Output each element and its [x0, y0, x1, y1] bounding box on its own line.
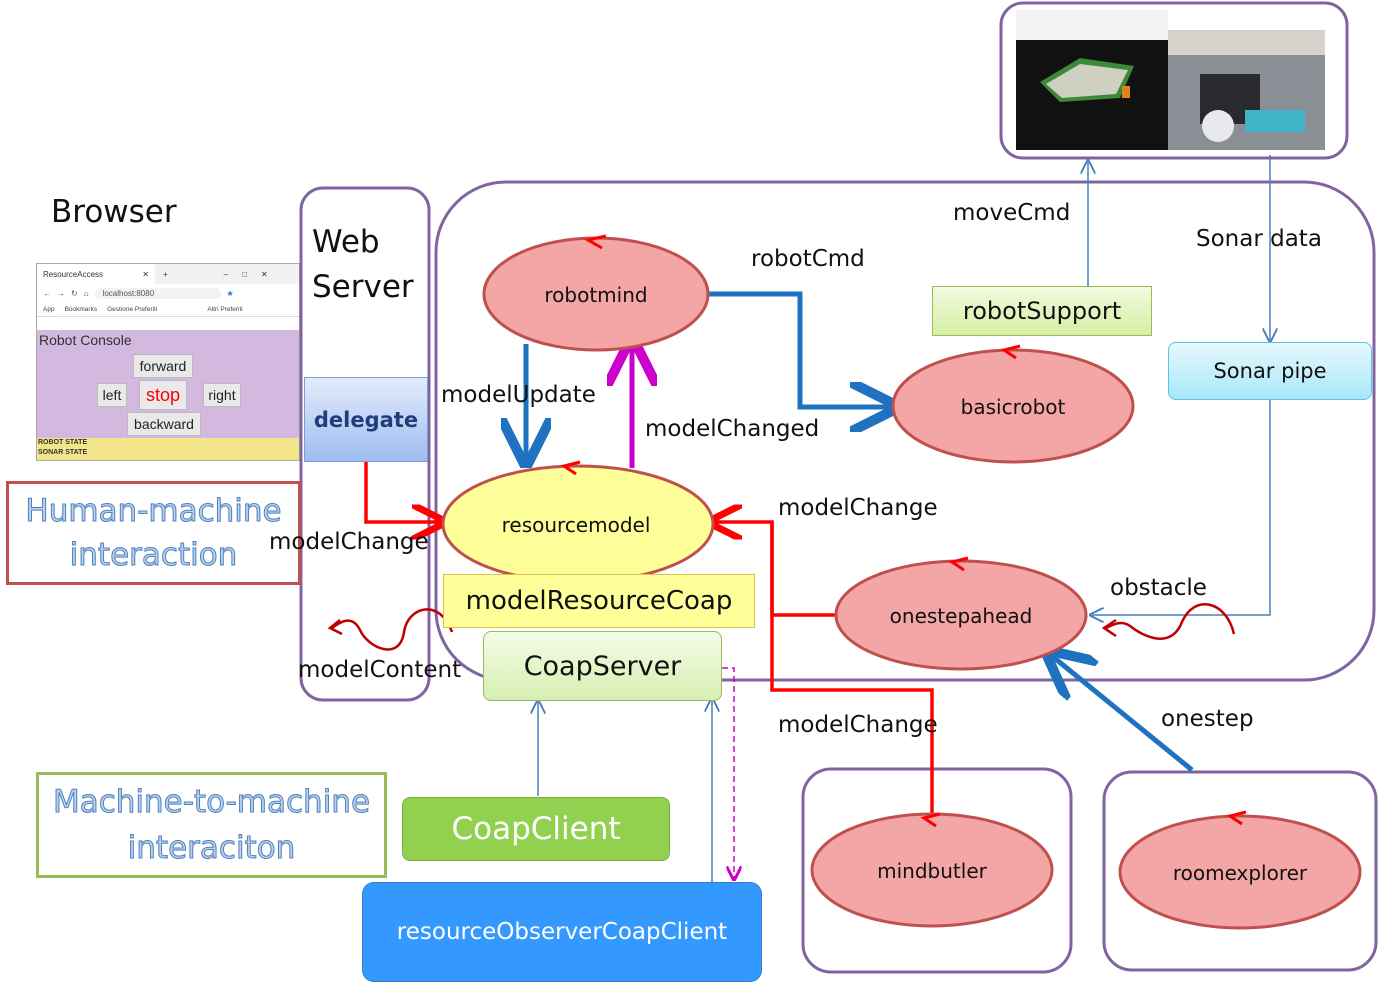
maximize-icon[interactable]: □ — [242, 269, 247, 279]
mindbutler-container — [801, 767, 1073, 974]
coap-client-box[interactable]: CoapClient — [402, 797, 670, 861]
robotmind-label: robotmind — [544, 283, 647, 307]
model-update-label: modelUpdate — [441, 382, 596, 408]
resourcemodel-label: resourcemodel — [502, 513, 651, 537]
actor-mark — [1000, 344, 1021, 360]
observe-notify-arrow — [722, 667, 734, 878]
bookmark-item[interactable]: Bookmarks — [64, 305, 98, 313]
model-content-squiggle-head — [327, 619, 343, 636]
onestepahead-label: onestepahead — [890, 604, 1033, 628]
stop-button[interactable]: stop — [139, 380, 187, 410]
roomexplorer-container — [1102, 770, 1378, 972]
browser-tabbar: ResourceAccess ✕ + – □ ✕ — [37, 264, 299, 284]
onestep-label: onestep — [1161, 706, 1254, 732]
bookmark-item[interactable]: Gestione Preferiti — [107, 305, 158, 313]
mindbutler-node[interactable] — [810, 812, 1054, 928]
roomexplorer-label: roomexplorer — [1173, 861, 1308, 885]
obstacle-label: obstacle — [1110, 575, 1207, 601]
bookmarks-bar: App Bookmarks Gestione Preferiti Altri P… — [37, 302, 299, 317]
window-close-icon[interactable]: ✕ — [260, 269, 268, 279]
mindbutler-label: mindbutler — [877, 859, 987, 883]
model-content-squiggle — [331, 608, 454, 651]
browser-address-row: ← → ↻ ⌂ localhost:8080 ★ — [37, 284, 299, 302]
robot-cmd-arrow — [706, 291, 890, 407]
browser-tab[interactable]: ResourceAccess ✕ — [37, 264, 155, 284]
actor-mark — [920, 812, 941, 828]
human-machine-box: Human-machine interaction — [6, 481, 301, 585]
simulation-screenshot — [1016, 10, 1168, 150]
state-panel: ROBOT STATE SONAR STATE — [37, 438, 299, 460]
actor-mark — [948, 556, 969, 572]
robot-photo — [1168, 30, 1325, 150]
model-change-bottom-label: modelChange — [778, 712, 938, 738]
robot-cmd-label: robotCmd — [751, 246, 865, 272]
forward-icon[interactable]: → — [57, 288, 65, 298]
backward-button[interactable]: backward — [127, 412, 201, 436]
home-icon[interactable]: ⌂ — [83, 288, 89, 298]
bookmark-item[interactable]: Altri Preferiti — [207, 305, 243, 313]
console-title: Robot Console — [39, 332, 132, 348]
model-changed-label: modelChanged — [645, 416, 820, 442]
reload-icon[interactable]: ↻ — [71, 288, 78, 298]
actor-mark — [560, 460, 581, 476]
minimize-icon[interactable]: – — [223, 269, 229, 279]
browser-tab-title: ResourceAccess — [43, 269, 104, 279]
model-content-label: modelContent — [298, 657, 462, 683]
delegate-model-change-arrow — [364, 462, 440, 522]
roomexplorer-node[interactable] — [1118, 814, 1362, 930]
left-button[interactable]: left — [97, 383, 127, 407]
move-cmd-label: moveCmd — [953, 200, 1071, 226]
camera-view-container — [999, 1, 1349, 160]
robot-state-label: ROBOT STATE — [38, 439, 88, 446]
model-change-right-label: modelChange — [778, 495, 938, 521]
delegate-box[interactable]: delegate — [304, 377, 428, 462]
sonar-data-label: Sonar data — [1196, 226, 1322, 252]
coap-server-box[interactable]: CoapServer — [483, 631, 722, 701]
url-field[interactable]: localhost:8080 — [94, 287, 221, 299]
robot-support-box[interactable]: robotSupport — [932, 286, 1152, 336]
bookmark-item[interactable]: App — [43, 305, 55, 313]
back-icon[interactable]: ← — [43, 288, 51, 298]
model-change-left-label: modelChange — [269, 529, 429, 555]
basicrobot-label: basicrobot — [961, 395, 1066, 419]
sonar-state-label: SONAR STATE — [38, 449, 88, 456]
obstacle-squiggle — [1105, 603, 1236, 640]
forward-button[interactable]: forward — [133, 354, 193, 378]
web-server-title: Web Server — [312, 224, 414, 305]
web-server-container — [299, 186, 431, 702]
right-button[interactable]: right — [203, 383, 241, 407]
resource-observer-coap-client-box[interactable]: resourceObserverCoapClient — [362, 882, 762, 982]
onestep-arrow — [1052, 656, 1194, 772]
machine-to-machine-box: Machine-to-machine interaciton — [36, 772, 387, 878]
sonar-pipe-box[interactable]: Sonar pipe — [1168, 342, 1372, 400]
actor-mark — [1226, 810, 1247, 826]
basicrobot-node[interactable] — [891, 348, 1135, 464]
system-container — [434, 180, 1376, 682]
browser-title: Browser — [51, 194, 177, 230]
close-icon[interactable]: ✕ — [142, 269, 149, 279]
new-tab-icon[interactable]: + — [163, 269, 168, 279]
mindbutler-model-change-arrow — [770, 522, 934, 820]
model-resource-coap-box[interactable]: modelResourceCoap — [443, 574, 755, 628]
actor-mark — [583, 234, 607, 250]
star-icon[interactable]: ★ — [226, 288, 234, 298]
robot-console: Robot Console forward left stop right ba… — [37, 330, 299, 438]
sonar-obstacle-arrow — [1092, 400, 1271, 615]
obstacle-squiggle-head — [1101, 618, 1117, 638]
